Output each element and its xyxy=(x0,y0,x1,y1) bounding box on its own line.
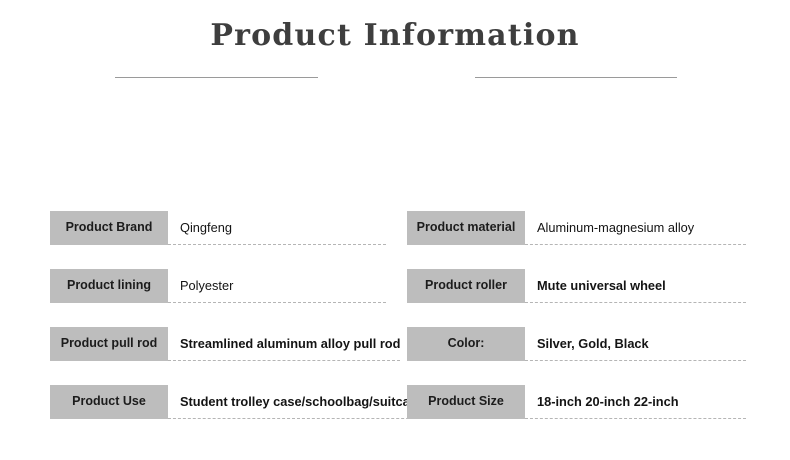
title-rule-left xyxy=(115,77,318,78)
spec-value-product-material: Aluminum-magnesium alloy xyxy=(525,211,746,245)
table-row: Color: Silver, Gold, Black xyxy=(407,327,746,361)
spec-label-product-material: Product material xyxy=(407,211,525,245)
spec-label-product-size: Product Size xyxy=(407,385,525,419)
table-row: Product Use Student trolley case/schoolb… xyxy=(50,385,424,419)
table-row: Product material Aluminum-magnesium allo… xyxy=(407,211,746,245)
spec-value-product-roller: Mute universal wheel xyxy=(525,269,746,303)
spec-value-color: Silver, Gold, Black xyxy=(525,327,746,361)
spec-value-product-pull-rod: Streamlined aluminum alloy pull rod xyxy=(168,327,401,361)
page-title: Product Information xyxy=(210,18,580,53)
page-header: Product Information xyxy=(0,16,790,78)
spec-column-left: Product Brand Qingfeng Product lining Po… xyxy=(50,0,424,460)
spec-label-product-roller: Product roller xyxy=(407,269,525,303)
table-row: Product Size 18-inch 20-inch 22-inch xyxy=(407,385,746,419)
spec-column-right: Product material Aluminum-magnesium allo… xyxy=(407,0,746,460)
table-row: Product Brand Qingfeng xyxy=(50,211,386,245)
spec-value-product-size: 18-inch 20-inch 22-inch xyxy=(525,385,746,419)
spec-label-product-pull-rod: Product pull rod xyxy=(50,327,168,361)
spec-label-product-lining: Product lining xyxy=(50,269,168,303)
title-rule-right xyxy=(475,77,677,78)
spec-label-product-use: Product Use xyxy=(50,385,168,419)
spec-label-color: Color: xyxy=(407,327,525,361)
spec-value-product-use: Student trolley case/schoolbag/suitcase xyxy=(168,385,424,419)
spec-value-product-lining: Polyester xyxy=(168,269,386,303)
spec-value-product-brand: Qingfeng xyxy=(168,211,386,245)
table-row: Product roller Mute universal wheel xyxy=(407,269,746,303)
spec-label-product-brand: Product Brand xyxy=(50,211,168,245)
table-row: Product pull rod Streamlined aluminum al… xyxy=(50,327,401,361)
table-row: Product lining Polyester xyxy=(50,269,386,303)
